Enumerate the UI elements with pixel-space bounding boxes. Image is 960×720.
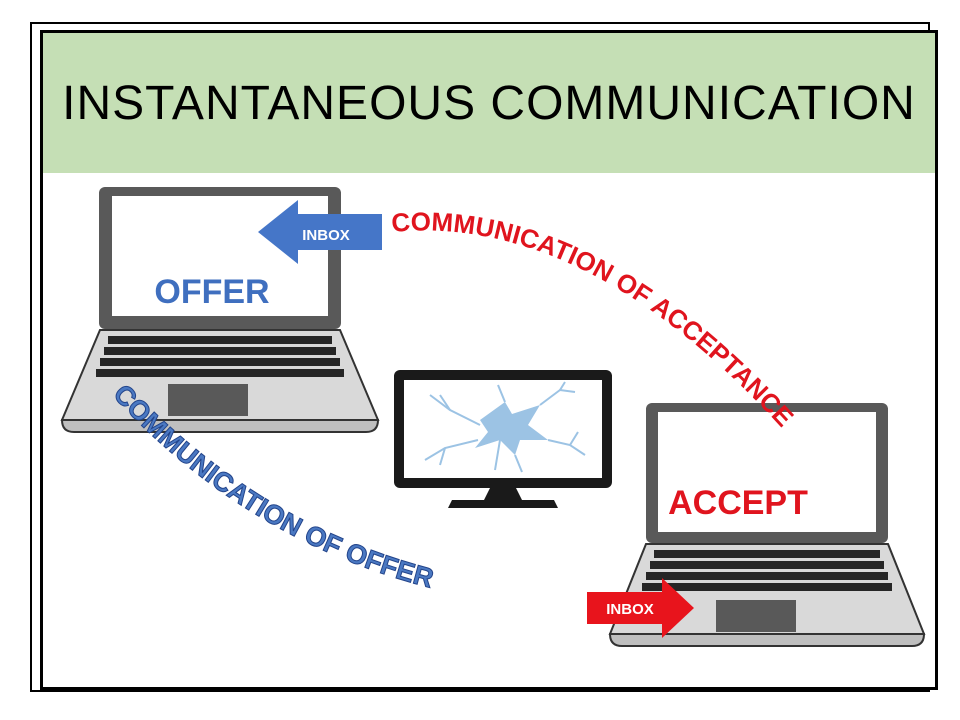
laptop-left-keyboard: [96, 336, 344, 377]
slide-title: INSTANTANEOUS COMMUNICATION: [62, 76, 916, 130]
offer-label: OFFER: [154, 273, 269, 311]
inbox-arrow-right: INBOX: [587, 578, 694, 638]
laptop-right-screen: [658, 412, 876, 532]
laptop-right-keyboard: [642, 550, 892, 591]
monitor-icon: [394, 370, 612, 508]
title-bar: INSTANTANEOUS COMMUNICATION: [43, 33, 935, 173]
monitor-stand: [448, 500, 558, 508]
arrow-left-icon: [258, 200, 382, 264]
inbox-arrow-left: INBOX: [258, 200, 382, 264]
laptop-left-touchpad: [168, 384, 248, 416]
arrow-right-icon: [587, 578, 694, 638]
inbox-label-right: INBOX: [606, 601, 654, 618]
broken-screen-icon: [424, 381, 586, 473]
inbox-label-left: INBOX: [302, 227, 350, 244]
laptop-right-touchpad: [716, 600, 796, 632]
accept-label: ACCEPT: [668, 484, 808, 522]
